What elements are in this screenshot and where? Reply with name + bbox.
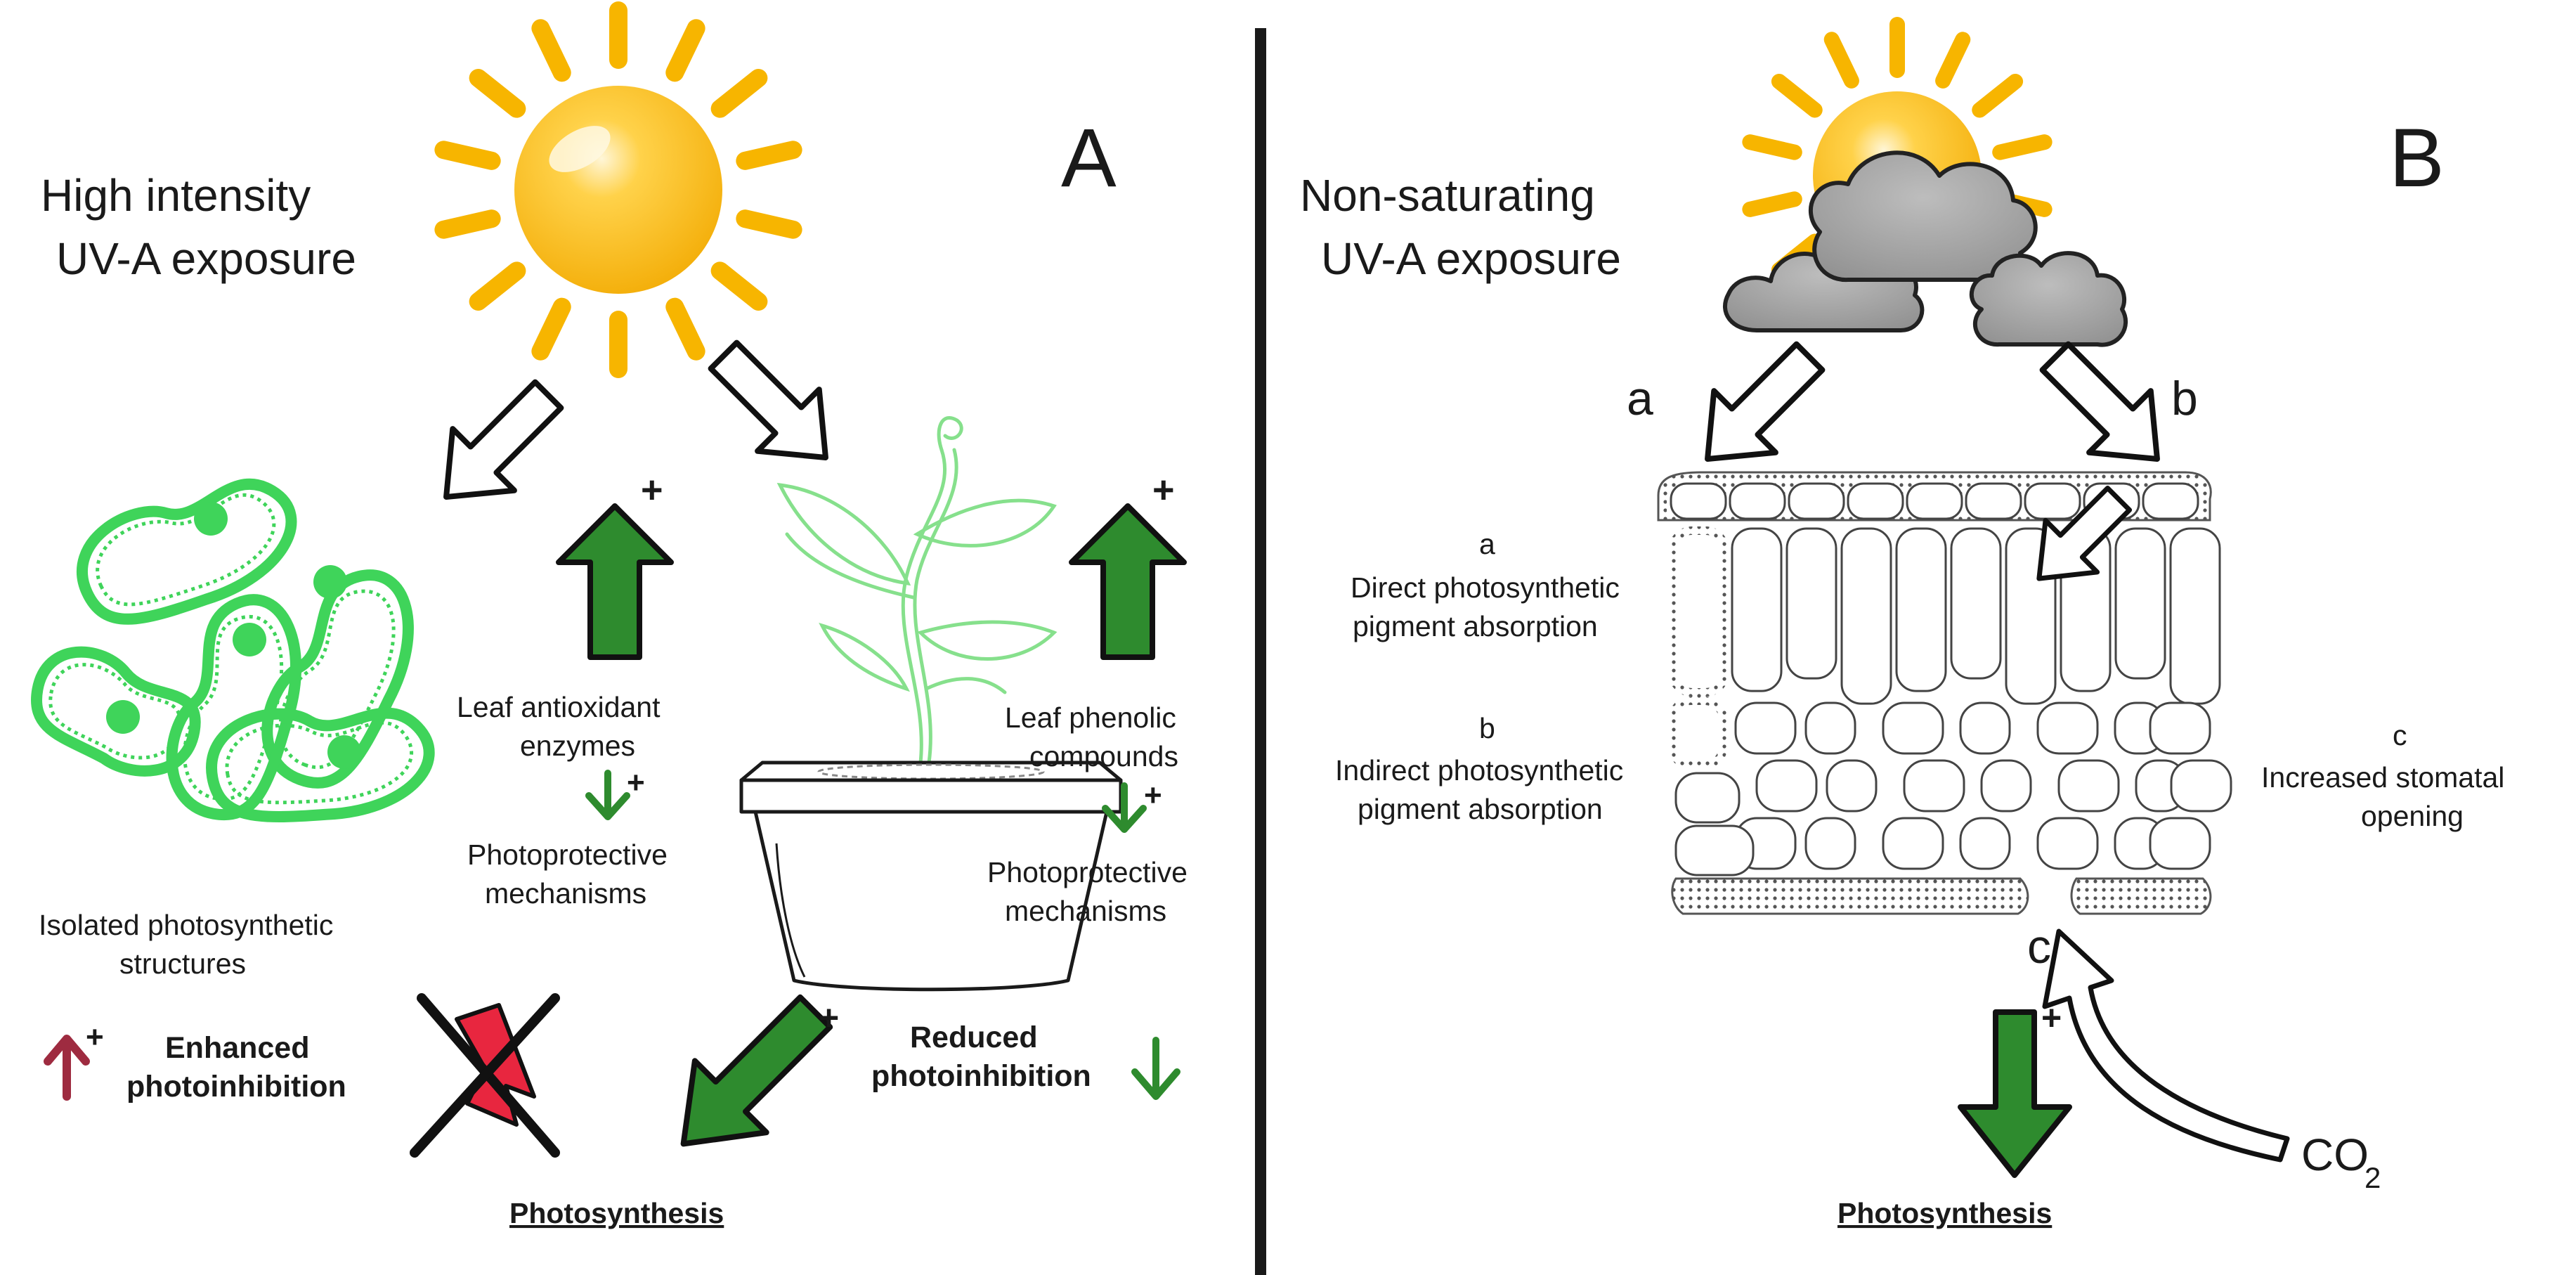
sun-icon [434,1,802,378]
enhanced-label-line1: Enhanced [165,1031,310,1065]
note-c-letter: c [2393,719,2407,751]
photosynthesis-a-label: Photosynthesis [509,1197,724,1229]
leaf-cross-section-icon [1657,471,2232,915]
photosynthesis-b-label: Photosynthesis [1837,1197,2052,1229]
co2-subscript: 2 [2364,1161,2381,1194]
direct-uv-arrow-icon [1705,341,1826,462]
enhanced-label-line2: photoinhibition [126,1070,346,1104]
photoprotective-left-line1: Photoprotective [467,839,668,871]
note-a-line1: Direct photosynthetic [1351,571,1620,604]
plus-sign: + [641,469,663,511]
panel-divider [1255,28,1266,1275]
panel-b: Non-saturating UV-A exposure B a b [1300,17,2504,1229]
plant-pot-icon [776,416,1058,765]
panel-a-title-line1: High intensity [41,170,311,221]
isolated-chloroplasts-icon [31,478,435,823]
increase-arrow-icon: + [1069,469,1187,660]
plus-sign: + [819,998,839,1037]
co2-uptake-arrow-icon [2042,928,2290,1163]
panel-b-letter: B [2389,112,2445,205]
note-c-line1: Increased stomatal [2261,761,2504,794]
plus-sign: + [1152,469,1175,511]
small-down-arrow-icon: + [1102,778,1162,833]
panel-a-title-line2: UV-A exposure [56,233,356,284]
note-b-letter: b [1479,712,1495,744]
damaged-photosystem-icon [410,993,560,1158]
plus-sign: + [2041,998,2062,1037]
photosynthesis-arrow-icon: + [680,994,839,1147]
panel-a-letter: A [1061,112,1117,205]
antioxidant-label-line2: enzymes [520,730,635,762]
plus-sign: + [1144,778,1162,813]
path-a-label: a [1627,372,1653,425]
pot-icon [739,761,1123,992]
photoprotective-right-line2: mechanisms [1005,895,1166,927]
stomata-c-label: c [2027,920,2051,973]
photoprotective-right-line1: Photoprotective [987,856,1188,888]
panel-a: High intensity UV-A exposure A [31,1,1188,1229]
phenolic-label-line2: compounds [1029,740,1178,772]
increase-arrow-icon: + [556,469,674,660]
cloud-icon [1723,150,2128,347]
uv-arrow-left-icon [443,379,564,500]
plus-sign: + [627,765,645,800]
note-b-line2: pigment absorption [1358,793,1603,825]
plus-sign: + [86,1020,104,1054]
note-a-line2: pigment absorption [1353,610,1598,642]
note-b-line1: Indirect photosynthetic [1335,754,1623,787]
co2-label: CO [2301,1130,2369,1180]
note-c-line2: opening [2361,800,2464,832]
reduced-label-line1: Reduced [910,1021,1038,1054]
photosynthesis-arrow-icon: + [1958,998,2072,1178]
antioxidant-label-line1: Leaf antioxidant [457,691,661,723]
note-a-letter: a [1479,528,1495,560]
small-down-arrow-icon: + [585,765,645,820]
isolated-structures-label-line1: Isolated photosynthetic [39,909,333,941]
reduced-down-arrow-icon [1131,1037,1180,1100]
panel-b-title-line2: UV-A exposure [1321,233,1621,284]
indirect-uv-arrow-icon [2039,341,2160,462]
isolated-structures-label-line2: structures [119,947,246,980]
panel-b-title-line1: Non-saturating [1300,170,1595,221]
uv-arrow-right-icon [708,339,828,460]
path-b-label: b [2171,372,2198,425]
reduced-label-line2: photoinhibition [871,1059,1091,1093]
photoprotective-left-line2: mechanisms [485,877,646,910]
phenolic-label-line1: Leaf phenolic [1005,701,1176,734]
inhibition-up-arrow-icon: + [44,1020,104,1101]
absorption-arrow-icon [2036,485,2133,581]
